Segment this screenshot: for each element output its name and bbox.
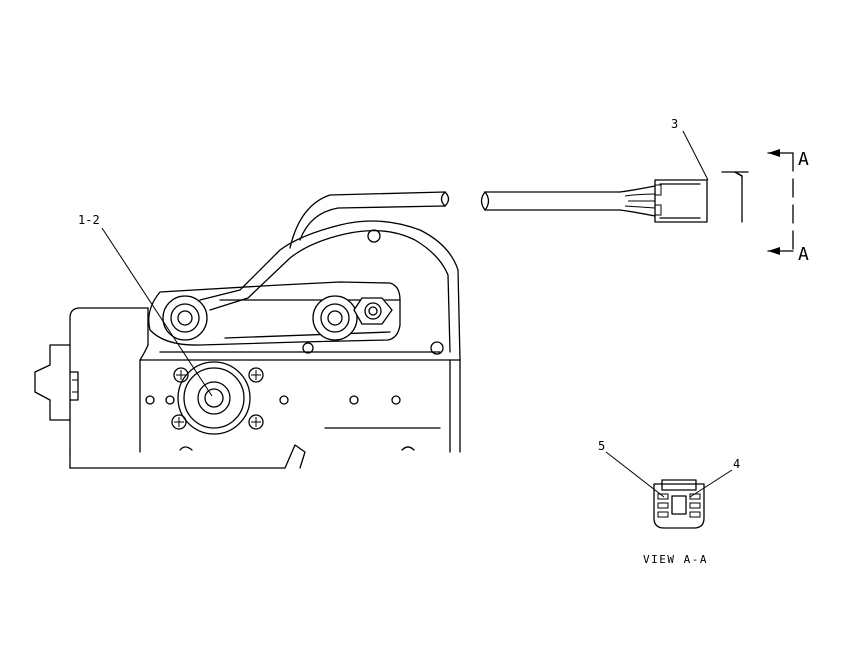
mounting-screw-icon — [173, 367, 189, 383]
callout-label-4: 4 — [733, 457, 740, 471]
mounting-screw-icon — [171, 414, 187, 430]
callout-label-1-2: 1-2 — [78, 213, 100, 227]
callout-3: 3 — [671, 117, 709, 181]
callout-label-3: 3 — [671, 117, 678, 131]
view-caption: VIEW A-A — [643, 553, 708, 566]
connector-plug — [654, 171, 749, 223]
gear-cover — [148, 220, 461, 361]
callout-5: 5 — [598, 439, 665, 498]
mounting-screw-icon — [248, 414, 264, 430]
output-shaft-assembly — [171, 361, 264, 435]
callout-4: 4 — [689, 457, 740, 498]
section-label-bottom: A — [798, 244, 809, 265]
section-marker: A A — [767, 149, 809, 265]
connector-face-view: VIEW A-A — [643, 479, 708, 566]
callout-1-2: 1-2 — [78, 213, 213, 397]
mounting-screw-icon — [248, 367, 264, 383]
wire-harness — [289, 185, 656, 249]
section-label-top: A — [798, 149, 809, 170]
callout-label-5: 5 — [598, 439, 605, 453]
